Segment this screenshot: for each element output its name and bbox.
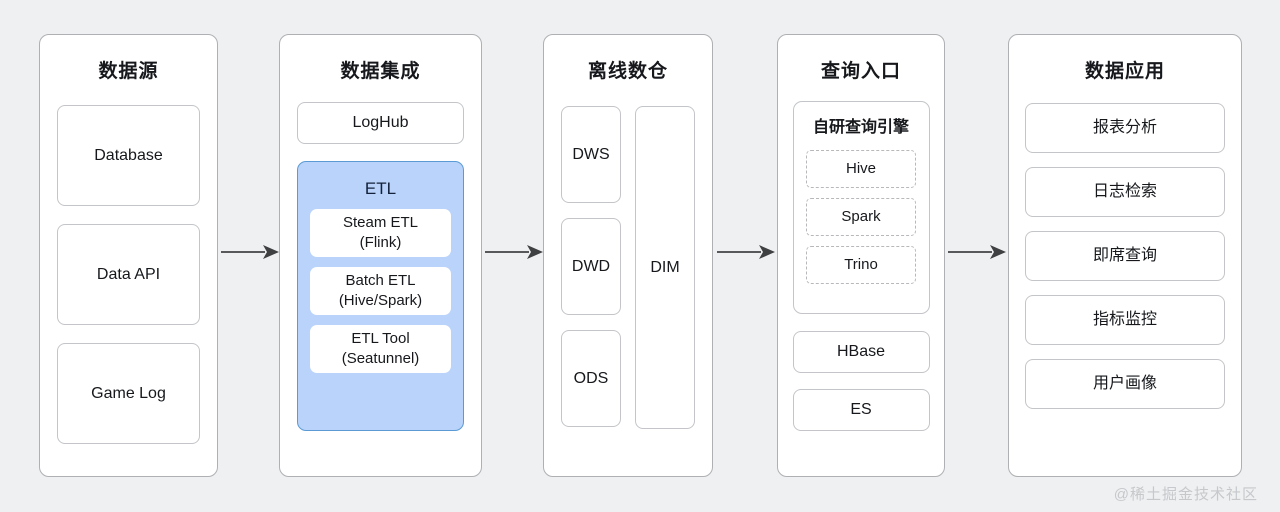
etl-item-list: Steam ETL (Flink) Batch ETL (Hive/Spark)… (310, 209, 451, 373)
query-engine-title: 自研查询引擎 (812, 119, 909, 136)
query-store-hbase[interactable]: HBase (792, 331, 930, 373)
query-engine-item-spark[interactable]: Spark (806, 198, 916, 236)
integration-item-loghub[interactable]: LogHub (297, 102, 464, 144)
query-store-es[interactable]: ES (792, 389, 930, 431)
panel-title-data-source: 数据源 (98, 61, 159, 82)
etl-item-batch-etl[interactable]: Batch ETL (Hive/Spark) (310, 267, 451, 315)
panel-title-query-entry: 查询入口 (820, 61, 901, 82)
data-application-item-user-profile[interactable]: 用户画像 (1025, 359, 1225, 409)
data-application-item-adhoc-query[interactable]: 即席查询 (1025, 231, 1225, 281)
panel-title-offline-warehouse: 离线数仓 (587, 61, 668, 82)
query-engine-item-list: Hive Spark Trino (806, 150, 916, 284)
etl-item-steam-etl[interactable]: Steam ETL (Flink) (310, 209, 451, 257)
data-source-item-data-api[interactable]: Data API (57, 224, 200, 325)
panel-title-data-integration: 数据集成 (340, 61, 421, 82)
warehouse-layer-dim[interactable]: DIM (635, 106, 695, 429)
etl-item-batch-etl-line1: Batch ETL (345, 271, 416, 289)
etl-group-title: ETL (364, 179, 397, 198)
etl-item-etl-tool-line1: ETL Tool (351, 329, 410, 347)
etl-item-batch-etl-line2: (Hive/Spark) (338, 292, 423, 309)
data-source-item-list: Database Data API Game Log (57, 105, 200, 444)
etl-group: ETL Steam ETL (Flink) Batch ETL (Hive/Sp… (297, 161, 464, 431)
etl-item-etl-tool-line2: (Seatunnel) (341, 350, 420, 367)
warehouse-body: DWS DWD ODS DIM (561, 106, 695, 429)
panel-query-entry: 查询入口 自研查询引擎 Hive Spark Trino HBase ES (777, 34, 945, 477)
self-developed-query-engine-group: 自研查询引擎 Hive Spark Trino (792, 101, 930, 314)
warehouse-layer-ods[interactable]: ODS (561, 330, 621, 427)
data-source-item-game-log[interactable]: Game Log (57, 343, 200, 444)
panel-title-data-application: 数据应用 (1084, 61, 1165, 82)
watermark-text: @稀土掘金技术社区 (1113, 486, 1258, 503)
etl-item-steam-etl-line2: (Flink) (359, 234, 402, 251)
data-application-item-report-analysis[interactable]: 报表分析 (1025, 103, 1225, 153)
etl-item-steam-etl-line1: Steam ETL (342, 213, 419, 231)
arrow-integration-to-warehouse (485, 244, 543, 260)
arrow-query-to-application (948, 244, 1006, 260)
panel-data-integration: 数据集成 LogHub ETL Steam ETL (Flink) Batch … (279, 34, 482, 477)
arrow-source-to-integration (221, 244, 279, 260)
query-engine-item-trino[interactable]: Trino (806, 246, 916, 284)
panel-offline-warehouse: 离线数仓 DWS DWD ODS DIM (543, 34, 713, 477)
warehouse-layer-dwd[interactable]: DWD (561, 218, 621, 315)
etl-item-etl-tool[interactable]: ETL Tool (Seatunnel) (310, 325, 451, 373)
warehouse-layer-dws[interactable]: DWS (561, 106, 621, 203)
panel-data-source: 数据源 Database Data API Game Log (39, 34, 218, 477)
warehouse-layer-list: DWS DWD ODS (561, 106, 621, 429)
data-application-item-metric-monitoring[interactable]: 指标监控 (1025, 295, 1225, 345)
data-application-item-log-search[interactable]: 日志检索 (1025, 167, 1225, 217)
query-store-list: HBase ES (792, 331, 930, 431)
query-engine-item-hive[interactable]: Hive (806, 150, 916, 188)
data-source-item-database[interactable]: Database (57, 105, 200, 206)
data-application-item-list: 报表分析 日志检索 即席查询 指标监控 用户画像 (1025, 103, 1225, 409)
panel-data-application: 数据应用 报表分析 日志检索 即席查询 指标监控 用户画像 (1008, 34, 1242, 477)
arrow-warehouse-to-query (717, 244, 775, 260)
